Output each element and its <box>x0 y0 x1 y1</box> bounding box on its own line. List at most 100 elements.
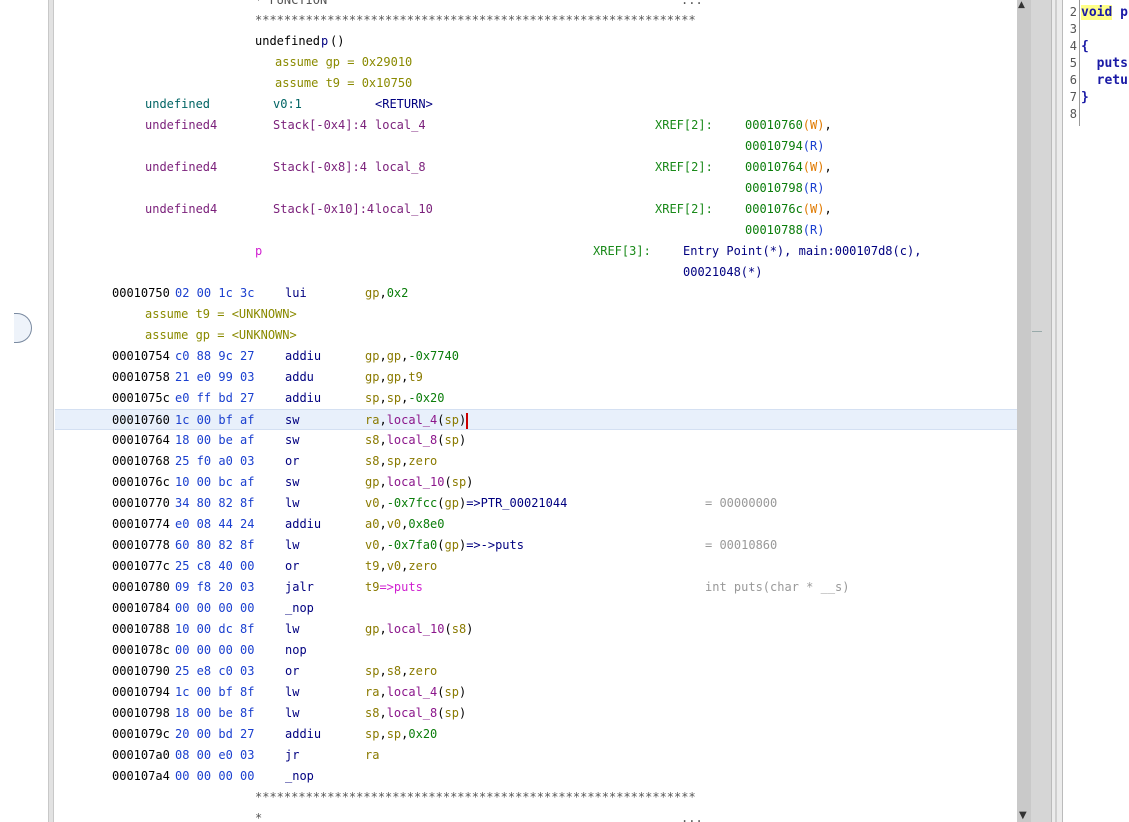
instruction-mnemonic[interactable]: sw <box>285 413 300 427</box>
operand-register[interactable]: zero <box>408 664 438 678</box>
operand-register[interactable]: a0 <box>365 517 380 531</box>
operand-register[interactable]: v0 <box>386 559 402 573</box>
operand-register[interactable]: zero <box>408 559 438 573</box>
xref-entry[interactable]: 0001076c(W), <box>745 199 832 220</box>
instruction-mnemonic[interactable]: or <box>285 454 300 468</box>
decompiler-line[interactable]: { <box>1081 38 1089 55</box>
instruction-address[interactable]: 00010758 <box>112 370 170 384</box>
variable-name[interactable]: local_4 <box>375 118 426 132</box>
instruction-operands[interactable]: s8,sp,zero <box>365 451 437 472</box>
instruction-operands[interactable]: s8,local_8(sp) <box>365 703 466 724</box>
instruction-operands[interactable]: v0,-0x7fa0(gp)=>->puts <box>365 535 524 556</box>
operand-register[interactable]: gp <box>365 370 380 384</box>
instruction-mnemonic[interactable]: addiu <box>285 517 322 531</box>
instruction-address[interactable]: 00010774 <box>112 517 170 531</box>
listing-view[interactable]: * FUNCTION ... *************************… <box>55 0 1017 822</box>
operand-register[interactable]: ra <box>365 685 380 699</box>
instruction-mnemonic[interactable]: addiu <box>285 391 322 405</box>
instruction-operands[interactable]: gp,gp,t9 <box>365 367 423 388</box>
instruction-mnemonic[interactable]: _nop <box>285 601 314 615</box>
operand-register[interactable]: gp <box>386 349 402 363</box>
xref-address[interactable]: 00010764 <box>745 160 803 174</box>
xref-row[interactable]: 00010788(R) <box>55 220 1017 241</box>
instruction-mnemonic[interactable]: _nop <box>285 769 314 783</box>
operand-register[interactable]: ra <box>365 413 380 427</box>
instruction-address[interactable]: 00010754 <box>112 349 170 363</box>
function-label-xref-row[interactable]: 00021048(*) <box>55 262 1017 283</box>
variable-name[interactable]: local_10 <box>375 202 433 216</box>
scroll-down-arrow-icon[interactable]: ▼ <box>1019 810 1027 821</box>
instruction-address[interactable]: 0001076c <box>112 475 170 489</box>
xref-row[interactable]: 0001076c(W), <box>55 199 1017 220</box>
operand-register[interactable]: sp <box>386 454 402 468</box>
instruction-operands[interactable]: a0,v0,0x8e0 <box>365 514 445 535</box>
operand-immediate[interactable]: 0x20 <box>408 727 438 741</box>
operand-register[interactable]: s8 <box>365 454 380 468</box>
instruction-operands[interactable]: gp,gp,-0x7740 <box>365 346 459 367</box>
operand-symbol[interactable]: local_4 <box>386 685 438 699</box>
operand-register[interactable]: sp <box>444 433 459 447</box>
instruction-address[interactable]: 0001079c <box>112 727 170 741</box>
operand-register[interactable]: sp <box>444 413 459 427</box>
operand-register[interactable]: gp <box>365 286 380 300</box>
xref-entry[interactable]: 00010760(W), <box>745 115 832 136</box>
decompiler-line[interactable]: } <box>1081 89 1089 106</box>
instruction-address[interactable]: 00010770 <box>112 496 170 510</box>
operand-register[interactable]: s8 <box>365 706 380 720</box>
xref-entry[interactable]: 00010764(W), <box>745 157 832 178</box>
instruction-address[interactable]: 00010778 <box>112 538 170 552</box>
instruction-address[interactable]: 00010794 <box>112 685 170 699</box>
operand-immediate[interactable]: -0x7740 <box>408 349 459 363</box>
xref-row[interactable]: 00010798(R) <box>55 178 1017 199</box>
decompiler-code[interactable]: } <box>1081 90 1089 105</box>
instruction-address[interactable]: 0001078c <box>112 643 170 657</box>
scroll-up-arrow-icon[interactable]: ▲ <box>1018 0 1025 10</box>
instruction-mnemonic[interactable]: or <box>285 559 300 573</box>
instruction-mnemonic[interactable]: jr <box>285 748 300 762</box>
decompiler-line[interactable]: puts <box>1081 55 1128 72</box>
instruction-operands[interactable]: ra,local_4(sp) <box>365 682 466 703</box>
variable-name[interactable]: local_8 <box>375 160 426 174</box>
operand-register[interactable]: gp <box>365 349 380 363</box>
operand-immediate[interactable]: 0x8e0 <box>408 517 445 531</box>
operand-reference[interactable]: =>PTR_00021044 <box>466 496 568 510</box>
operand-register[interactable]: s8 <box>365 433 380 447</box>
listing-left-border[interactable] <box>48 0 54 822</box>
decompiler-line[interactable]: retu <box>1081 72 1128 89</box>
operand-symbol[interactable]: local_4 <box>386 413 438 427</box>
function-signature[interactable]: undefined p () <box>55 31 1017 52</box>
instruction-mnemonic[interactable]: lw <box>285 706 300 720</box>
scrollbar-track[interactable] <box>1017 0 1031 822</box>
instruction-address[interactable]: 00010784 <box>112 601 170 615</box>
operand-register[interactable]: gp <box>365 622 380 636</box>
instruction-operands[interactable]: ra <box>365 745 379 766</box>
instruction-operands[interactable]: gp,local_10(s8) <box>365 619 473 640</box>
instruction-operands[interactable]: gp,local_10(sp) <box>365 472 473 493</box>
xref-address[interactable]: 00010794 <box>745 139 803 153</box>
signature-name[interactable]: p <box>321 34 329 48</box>
xref-address[interactable]: 0001076c <box>745 202 803 216</box>
instruction-mnemonic[interactable]: lw <box>285 538 300 552</box>
instruction-operands[interactable]: sp,sp,0x20 <box>365 724 437 745</box>
instruction-mnemonic[interactable]: lw <box>285 622 300 636</box>
instruction-mnemonic[interactable]: lui <box>285 286 307 300</box>
operand-register[interactable]: v0 <box>365 538 380 552</box>
instruction-address[interactable]: 0001077c <box>112 559 170 573</box>
operand-register[interactable]: ra <box>365 748 380 762</box>
instruction-address[interactable]: 00010760 <box>112 413 170 427</box>
decompiler-code[interactable]: p <box>1112 5 1128 20</box>
xref-row[interactable]: 00010764(W), <box>55 157 1017 178</box>
operand-register[interactable]: sp <box>451 475 467 489</box>
